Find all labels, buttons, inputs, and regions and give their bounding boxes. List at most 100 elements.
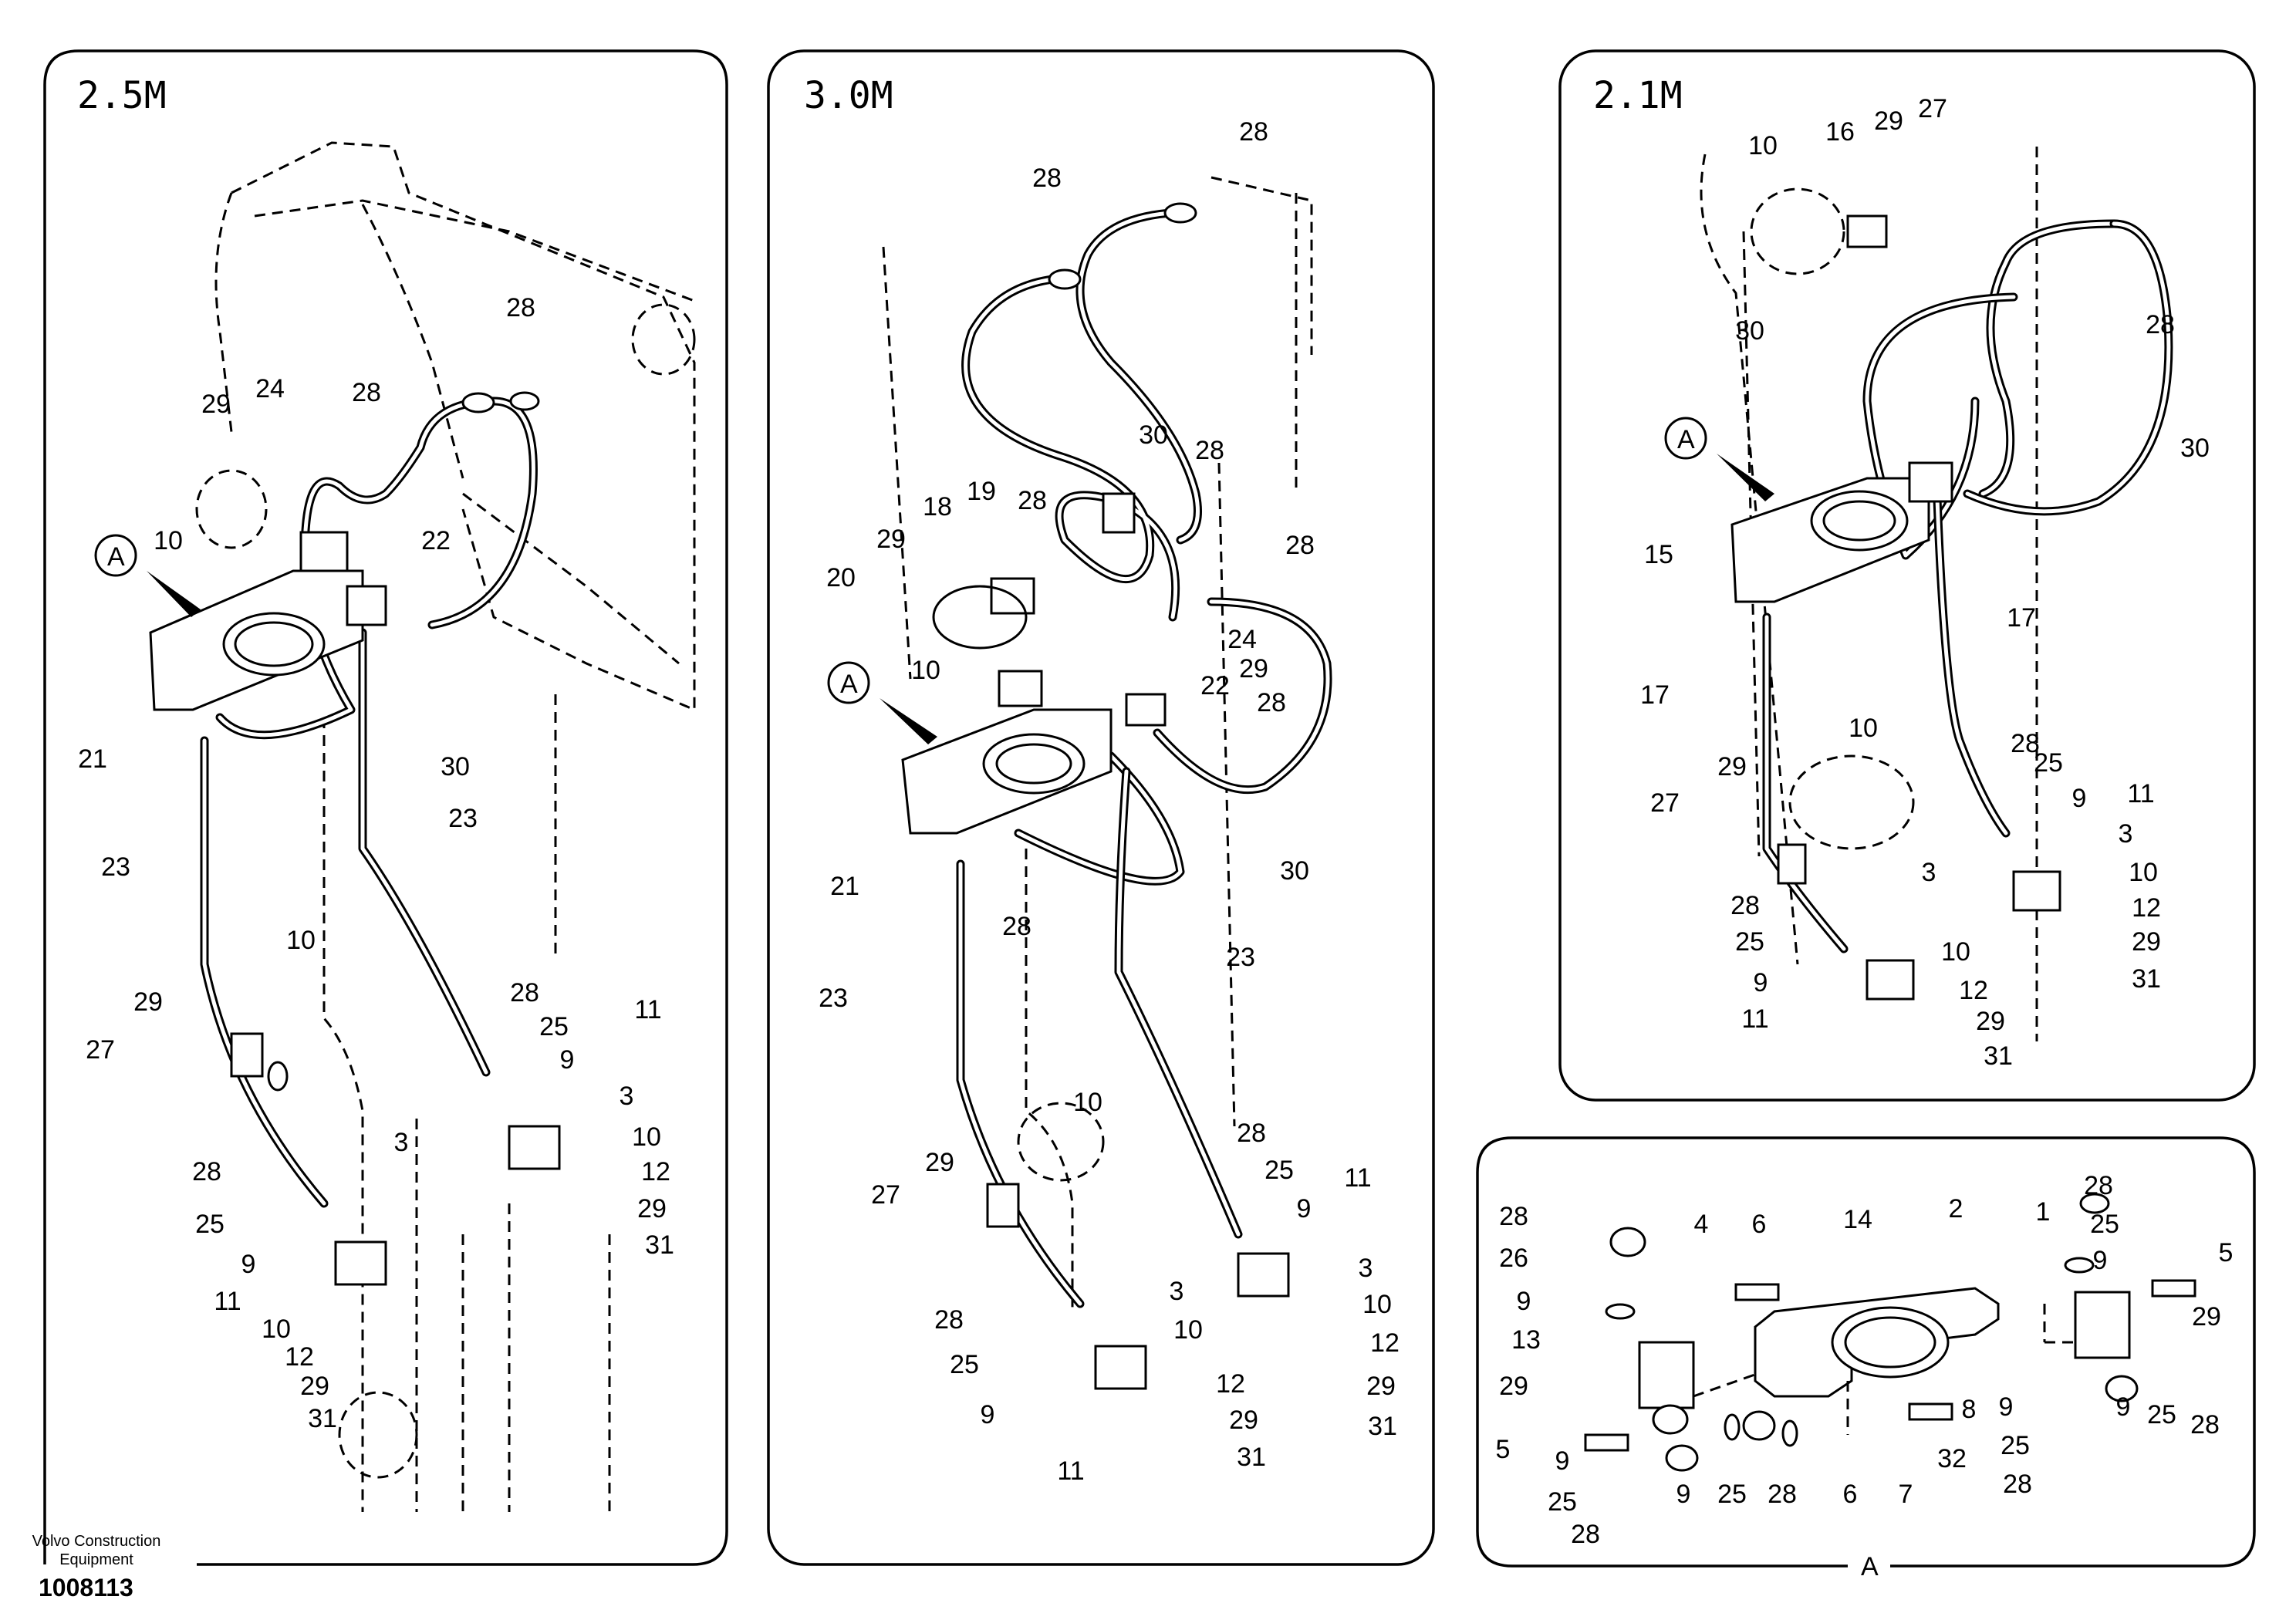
callout-label-p21-8: 17: [2007, 603, 2036, 633]
callout-label-p21-13: 9: [2072, 784, 2087, 813]
callout-label-p21-26: 9: [1754, 968, 1768, 997]
view-marker-label: A: [840, 670, 858, 699]
callout-label-pA-12: 9: [1517, 1287, 1531, 1316]
callout-label-pA-13: 13: [1511, 1325, 1541, 1355]
callout-label-p21-6: 30: [2180, 434, 2210, 463]
callout-label-p21-7: 15: [1644, 540, 1673, 569]
callout-label-p25-6: 21: [78, 744, 107, 774]
callout-label-pA-1: 6: [1752, 1210, 1767, 1239]
callout-label-pA-7: 9: [2093, 1246, 2108, 1275]
callout-label-p25-15: 11: [634, 995, 661, 1024]
callout-label-p30-37: 9: [981, 1400, 995, 1429]
callout-label-p30-0: 28: [1239, 117, 1268, 147]
callout-label-p21-12: 25: [2034, 748, 2063, 778]
callout-label-p30-24: 9: [1297, 1194, 1312, 1223]
callout-label-p21-3: 27: [1918, 94, 1947, 123]
callout-label-p21-11: 28: [2011, 729, 2040, 758]
callout-label-pA-22: 6: [1843, 1480, 1858, 1509]
callout-label-p30-17: 30: [1280, 856, 1309, 886]
callout-label-p25-10: 10: [286, 926, 316, 955]
artwork-2-5m: [149, 141, 696, 1512]
panel-frame-view-a: [1476, 1136, 2256, 1568]
callout-label-p30-13: 29: [1239, 654, 1268, 683]
callout-label-p25-28: 12: [285, 1342, 314, 1372]
callout-label-p30-2: 30: [1139, 420, 1168, 450]
callout-label-pA-24: 8: [1962, 1395, 1977, 1424]
callout-label-p25-20: 29: [637, 1194, 667, 1223]
callout-label-p25-11: 29: [133, 987, 163, 1017]
callout-label-p25-1: 29: [201, 390, 231, 419]
callout-label-p30-10: 24: [1227, 625, 1257, 654]
callout-label-p21-16: 10: [2129, 858, 2158, 887]
callout-label-p25-24: 25: [195, 1210, 225, 1239]
callout-label-p30-28: 10: [1362, 1290, 1392, 1319]
callout-label-p30-3: 28: [1195, 436, 1224, 465]
callout-label-p30-23: 11: [1344, 1163, 1371, 1193]
callout-label-p25-21: 31: [645, 1230, 674, 1260]
callout-label-pA-17: 25: [1548, 1487, 1577, 1517]
view-marker-3-0m: A: [827, 661, 937, 744]
callout-label-p25-29: 29: [300, 1372, 329, 1401]
callout-label-p30-20: 10: [1073, 1088, 1102, 1117]
callout-label-pA-20: 25: [1717, 1480, 1747, 1509]
callout-label-p21-1: 16: [1825, 117, 1855, 147]
callout-label-p30-25: 29: [925, 1148, 954, 1177]
callout-label-p25-30: 31: [308, 1404, 337, 1433]
view-marker-label: A: [107, 542, 125, 572]
view-marker-2-5m: A: [94, 534, 201, 617]
callout-label-p25-19: 12: [641, 1157, 670, 1186]
callout-label-p25-4: 10: [154, 526, 183, 555]
callout-label-p25-13: 28: [510, 978, 539, 1007]
callout-label-p25-12: 27: [86, 1035, 115, 1065]
callout-label-p21-14: 11: [2127, 779, 2154, 808]
callout-label-p25-5: 22: [421, 526, 451, 555]
callout-label-p30-12: 22: [1200, 671, 1230, 700]
callout-label-p30-9: 20: [826, 563, 856, 592]
callout-label-pA-30: 25: [2001, 1431, 2030, 1460]
artwork-view-a: [1584, 1193, 2196, 1472]
callout-label-p30-27: 3: [1359, 1254, 1373, 1283]
callout-label-p30-21: 28: [1237, 1119, 1266, 1148]
callout-label-p25-22: 3: [394, 1128, 409, 1157]
callout-label-pA-21: 28: [1768, 1480, 1797, 1509]
callout-label-p30-40: 11: [1057, 1456, 1084, 1486]
callout-label-p21-25: 10: [1941, 937, 1970, 967]
callout-label-pA-28: 25: [2147, 1400, 2176, 1429]
callout-label-p25-14: 25: [539, 1012, 569, 1041]
callout-label-p21-0: 10: [1748, 131, 1778, 160]
callout-label-p21-21: 27: [1650, 788, 1680, 818]
panel-title-2-1m: 2.1M: [1593, 74, 1683, 117]
callout-label-p21-29: 29: [1976, 1007, 2005, 1036]
callout-label-p25-25: 9: [241, 1250, 256, 1279]
callout-label-p21-5: 30: [1735, 316, 1764, 346]
callout-label-pA-26: 9: [1999, 1392, 2014, 1422]
panel-title-2-5m: 2.5M: [77, 74, 167, 117]
panel-frame-2-1m: [1558, 49, 2256, 1102]
callout-label-p25-3: 28: [352, 378, 381, 407]
callout-label-pA-29: 28: [2190, 1410, 2220, 1439]
callout-label-p30-38: 29: [1229, 1406, 1258, 1435]
callout-label-p30-7: 28: [1285, 531, 1315, 560]
callout-label-p25-7: 30: [441, 752, 470, 781]
callout-label-pA-5: 28: [2084, 1171, 2113, 1200]
callout-label-p30-36: 12: [1216, 1369, 1245, 1399]
callout-label-pA-3: 2: [1949, 1194, 1963, 1223]
callout-label-pA-27: 9: [2116, 1392, 2131, 1422]
callout-label-p21-2: 29: [1874, 106, 1903, 136]
callout-label-pA-25: 32: [1937, 1444, 1967, 1473]
callout-label-pA-14: 29: [1499, 1372, 1528, 1401]
callout-label-p30-19: 23: [819, 984, 848, 1013]
callout-label-p21-20: 29: [1717, 752, 1747, 781]
callout-label-p21-27: 12: [1959, 976, 1988, 1005]
callout-label-pA-6: 25: [2090, 1210, 2119, 1239]
callout-label-p21-17: 12: [2132, 893, 2161, 923]
callout-label-p25-0: 28: [506, 293, 535, 322]
callout-label-p30-32: 3: [1170, 1277, 1184, 1306]
callout-label-pA-16: 9: [1555, 1446, 1570, 1476]
callout-label-p21-18: 29: [2132, 927, 2161, 957]
callout-label-pA-9: 29: [2192, 1302, 2221, 1331]
callout-label-pA-31: 28: [2003, 1470, 2032, 1499]
view-a-caption: A: [1861, 1552, 1879, 1581]
callout-label-pA-11: 26: [1499, 1244, 1528, 1273]
